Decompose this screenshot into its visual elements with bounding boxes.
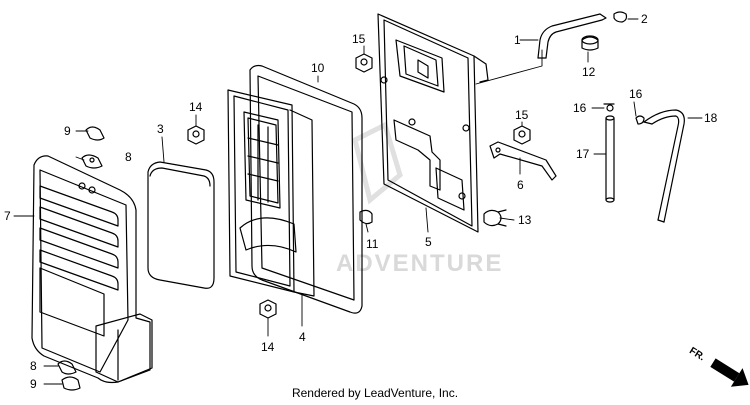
hose-clip-13 [483, 209, 507, 227]
callout-7: 7 [4, 209, 11, 223]
callout-8-lower: 8 [30, 359, 37, 373]
callout-15-right: 15 [515, 108, 529, 122]
callout-9-lower: 9 [30, 377, 37, 391]
tube-17 [605, 115, 615, 203]
callout-17: 17 [576, 147, 590, 161]
air-filter-element [147, 161, 215, 289]
nut-lower [259, 299, 277, 319]
clip-16-left [603, 103, 615, 112]
callout-15-left: 15 [352, 32, 366, 46]
element-case [227, 89, 315, 297]
breather-tube [537, 13, 607, 59]
callout-13: 13 [518, 213, 532, 227]
nut-upper [187, 125, 205, 145]
callout-16-left: 16 [573, 101, 587, 115]
clip-9-upper [85, 126, 105, 141]
callout-6: 6 [517, 178, 524, 192]
clip-9-lower [61, 376, 81, 391]
clip-8-upper [81, 154, 103, 169]
grommet [581, 35, 599, 51]
gasket [249, 64, 363, 314]
svg-text:FR.: FR. [687, 345, 707, 363]
tube-18 [643, 109, 685, 223]
clip-2 [613, 11, 628, 23]
callout-18: 18 [704, 111, 718, 125]
callout-1: 1 [514, 33, 521, 47]
clip-8-lower [57, 360, 77, 375]
callout-10: 10 [311, 61, 325, 75]
collar [359, 209, 373, 225]
callout-8-upper: 8 [125, 150, 132, 164]
callout-14-upper: 14 [189, 100, 203, 114]
callout-labels: 1 2 3 4 5 6 7 8 8 9 9 10 11 12 13 14 14 … [4, 12, 718, 391]
nut-15-left [355, 53, 373, 73]
air-cleaner-cover [31, 155, 153, 384]
callout-14-lower: 14 [261, 340, 275, 354]
callout-12: 12 [582, 65, 596, 79]
nut-15-right [513, 125, 531, 145]
render-credit: Rendered by LeadVenture, Inc. [291, 386, 459, 400]
callout-11: 11 [366, 237, 379, 251]
stay-bracket [489, 141, 557, 181]
callout-9-upper: 9 [64, 124, 71, 138]
callout-3: 3 [157, 122, 164, 136]
callout-2: 2 [641, 12, 648, 26]
svg-text:ADVENTURE: ADVENTURE [336, 250, 503, 277]
callout-5: 5 [425, 235, 432, 249]
watermark: ADVENTURE [336, 121, 503, 277]
leader-lines [13, 18, 703, 385]
clip-16-right [635, 115, 645, 125]
air-cleaner-base [377, 13, 489, 233]
callout-16-right: 16 [629, 87, 643, 101]
callout-4: 4 [299, 330, 306, 344]
